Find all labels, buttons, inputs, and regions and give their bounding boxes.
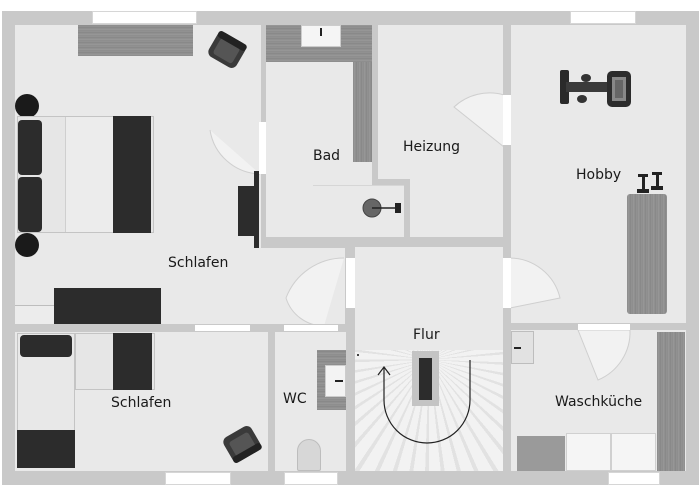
interior-wall	[268, 324, 275, 484]
shower-tray	[313, 185, 405, 238]
exercise-bike-icon	[560, 70, 631, 107]
door-opening	[578, 324, 630, 330]
interior-wall	[346, 247, 355, 484]
interior-wall	[404, 179, 410, 237]
faucet-icon	[335, 380, 343, 382]
interior-wall	[261, 237, 511, 247]
armchair-icon	[223, 426, 262, 464]
door-opening	[259, 122, 266, 174]
armchair-icon	[208, 30, 247, 68]
bed-pillow	[18, 120, 42, 175]
sink-basin	[517, 436, 565, 471]
nightstand-lamp-icon	[15, 94, 39, 118]
room-label-flur: Flur	[413, 327, 440, 343]
faucet-icon	[320, 28, 322, 36]
interior-wall	[2, 324, 352, 332]
weight-bench	[627, 194, 667, 314]
window	[570, 11, 636, 24]
door-opening	[503, 258, 511, 308]
room-label-schlafen-2: Schlafen	[111, 395, 172, 411]
bed-sheet	[65, 117, 114, 232]
door-opening	[503, 95, 511, 145]
nightstand-lamp-icon	[15, 233, 39, 257]
sink	[301, 25, 341, 47]
window	[165, 472, 231, 485]
light-switch[interactable]	[357, 354, 359, 356]
door-swing-flur[interactable]	[284, 257, 346, 328]
toilet-icon	[297, 439, 321, 471]
door-swing-heizung[interactable]	[452, 92, 507, 148]
window	[608, 472, 660, 485]
stair-well-opening	[419, 358, 432, 400]
room-heizung-lower-floor	[410, 175, 503, 237]
shelf	[15, 305, 55, 325]
sofa-blanket	[113, 333, 152, 390]
interior-wall	[372, 179, 410, 185]
door-opening	[284, 325, 338, 331]
dryer	[611, 433, 656, 471]
washing-machine	[566, 433, 611, 471]
tv	[254, 171, 259, 248]
tall-cabinet	[657, 332, 685, 471]
room-label-hobby: Hobby	[576, 167, 622, 183]
bed-blanket	[17, 430, 75, 468]
room-heizung-floor	[378, 25, 503, 180]
wall-cabinet	[511, 331, 534, 364]
door-swing-schlafen[interactable]	[208, 122, 263, 175]
room-label-heizung: Heizung	[403, 139, 461, 155]
desk	[54, 288, 161, 324]
interior-wall	[372, 25, 378, 183]
room-label-waschkueche: Waschküche	[555, 394, 643, 410]
interior-wall	[503, 14, 511, 484]
shower-drain-icon	[362, 198, 401, 218]
door-swing-waschkueche[interactable]	[577, 329, 633, 385]
dumbbell-icon	[637, 172, 663, 193]
bed-pillow	[18, 177, 42, 232]
dresser	[78, 25, 193, 56]
bed-blanket	[113, 116, 151, 233]
window	[284, 472, 338, 485]
room-label-wc: WC	[283, 391, 307, 407]
bed-pillow	[20, 335, 72, 357]
door-swing-hobby[interactable]	[509, 257, 565, 310]
room-bad-alcove-floor	[313, 185, 405, 237]
room-label-bad: Bad	[313, 148, 341, 164]
door-opening	[195, 325, 250, 331]
stair-direction-arrow-icon[interactable]	[377, 358, 473, 448]
window	[92, 11, 197, 24]
room-label-schlafen: Schlafen	[168, 255, 229, 271]
door-opening	[346, 258, 355, 308]
bathroom-cabinet	[353, 62, 372, 162]
cabinet-handle-icon	[514, 347, 521, 349]
tv-stand	[238, 186, 257, 236]
